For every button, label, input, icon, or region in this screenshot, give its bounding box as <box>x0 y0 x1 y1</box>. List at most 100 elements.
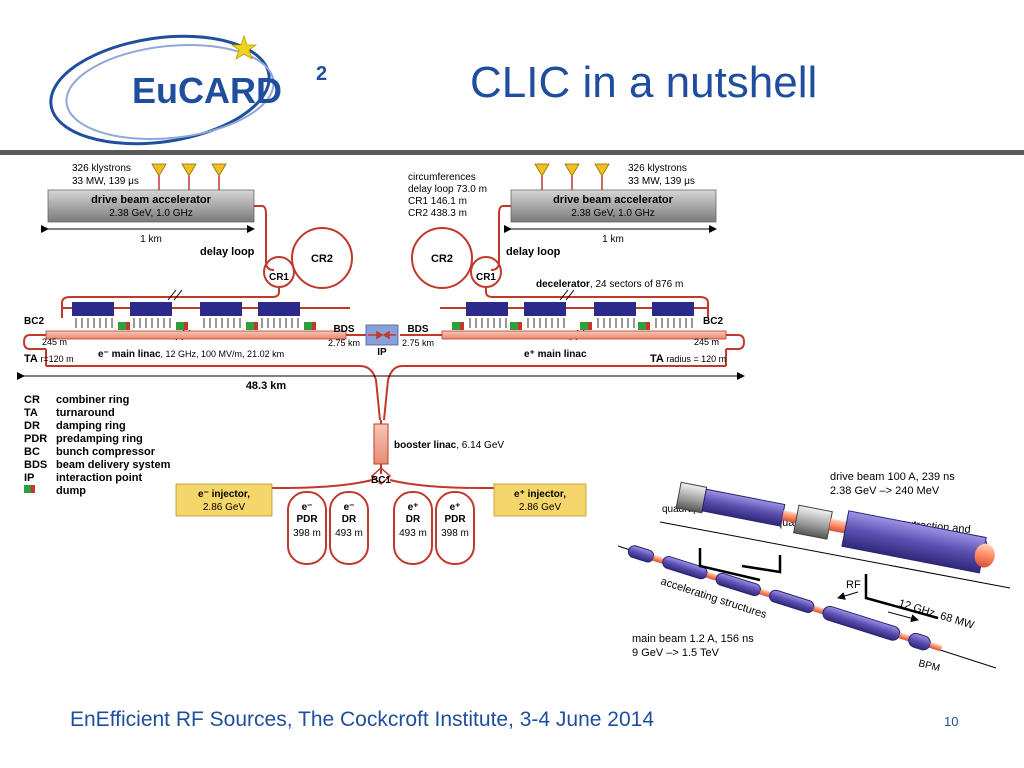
svg-text:e⁺ injector,: e⁺ injector, <box>514 489 566 500</box>
pets-structure-1 <box>701 488 786 527</box>
svg-text:dump: dump <box>56 485 86 497</box>
drive-beam-accelerator-right <box>510 189 717 223</box>
svg-text:IP: IP <box>377 347 387 358</box>
svg-text:TA: TA <box>24 407 38 419</box>
slide-footer: EnEfficient RF Sources, The Cockcroft In… <box>70 708 655 731</box>
e-minus-linac-tube <box>45 330 347 340</box>
svg-text:2.86 GeV: 2.86 GeV <box>519 502 562 513</box>
svg-text:e⁻ main linac, 12 GHz, 100 MV/: e⁻ main linac, 12 GHz, 100 MV/m, 21.02 k… <box>98 349 284 360</box>
svg-text:2.86 GeV: 2.86 GeV <box>203 502 246 513</box>
bpm <box>908 632 931 651</box>
svg-text:2.75 km: 2.75 km <box>402 338 434 348</box>
svg-text:398 m: 398 m <box>293 528 321 539</box>
svg-text:BDS: BDS <box>333 324 354 335</box>
svg-text:PDR: PDR <box>444 514 466 525</box>
svg-text:TA radius = 120 m: TA radius = 120 m <box>650 353 726 365</box>
svg-text:interaction point: interaction point <box>56 472 143 484</box>
circ-line-2: CR1 146.1 m <box>408 196 467 207</box>
svg-text:2.38 GeV –> 240 MeV: 2.38 GeV –> 240 MeV <box>830 485 940 497</box>
svg-text:predamping ring: predamping ring <box>56 433 143 445</box>
cr2-ring-right <box>411 227 473 289</box>
eucard-logo: EuCARD 2 <box>49 34 327 146</box>
drive-beam-right: circumferences delay loop 73.0 m CR1 146… <box>408 163 717 318</box>
svg-text:48.3 km: 48.3 km <box>246 380 287 392</box>
circumferences-title: circumferences <box>408 172 476 183</box>
rf-feed-arrows <box>75 318 693 328</box>
svg-text:e⁺: e⁺ <box>450 502 461 513</box>
svg-text:IP: IP <box>24 472 34 484</box>
cr2-ring-left <box>291 227 353 289</box>
e-plus-linac-tube <box>441 330 727 340</box>
svg-text:398 m: 398 m <box>441 528 469 539</box>
svg-text:493 m: 493 m <box>335 528 363 539</box>
svg-text:CR2: CR2 <box>431 253 453 265</box>
svg-text:12 GHz, 68 MW: 12 GHz, 68 MW <box>897 597 976 632</box>
svg-text:DR: DR <box>342 514 357 525</box>
svg-text:e⁻: e⁻ <box>302 502 313 513</box>
drive-length-right: 1 km <box>602 234 624 245</box>
klystron-power-right: 33 MW, 139 μs <box>628 176 695 187</box>
pets-modules-right <box>466 302 694 316</box>
svg-text:BC1: BC1 <box>371 475 391 486</box>
page-number: 10 <box>944 714 959 729</box>
svg-text:2.75 km: 2.75 km <box>328 338 360 348</box>
svg-text:BC: BC <box>24 446 40 458</box>
svg-text:BC2: BC2 <box>24 316 44 327</box>
svg-text:BDS: BDS <box>407 324 428 335</box>
drive-accel-energy-left: 2.38 GeV, 1.0 GHz <box>109 208 193 219</box>
drive-accel-label-left: drive beam accelerator <box>91 194 212 206</box>
svg-text:e⁺ main linac: e⁺ main linac <box>524 349 587 360</box>
klystron-power-left: 33 MW, 139 μs <box>72 176 139 187</box>
delay-loop-label-left: delay loop <box>200 246 255 258</box>
svg-text:9 GeV –> 1.5 TeV: 9 GeV –> 1.5 TeV <box>632 647 720 659</box>
circ-line-1: delay loop 73.0 m <box>408 184 487 195</box>
e-plus-pdr-ring <box>435 491 475 565</box>
klystrons-label-left: 326 klystrons <box>72 163 131 174</box>
svg-text:TA r=120 m: TA r=120 m <box>24 353 74 365</box>
svg-text:PDR: PDR <box>24 433 47 445</box>
svg-text:e⁺: e⁺ <box>408 502 419 513</box>
two-beam-module: drive beam 100 A, 239 ns 2.38 GeV –> 240… <box>617 471 1011 674</box>
booster-linac <box>373 423 389 465</box>
quadrupole-2 <box>793 504 833 540</box>
svg-text:e⁻ injector,: e⁻ injector, <box>198 489 250 500</box>
decelerator-label: decelerator, 24 sectors of 876 m <box>536 279 683 290</box>
svg-text:PDR: PDR <box>296 514 318 525</box>
svg-text:245 m: 245 m <box>694 337 719 347</box>
e-minus-dr-ring <box>329 491 369 565</box>
drive-beam-accelerator-left <box>47 189 255 223</box>
svg-text:combiner ring: combiner ring <box>56 394 129 406</box>
injector-complex: booster linac, 6.14 GeV BC1 e⁻ injector,… <box>175 420 587 565</box>
svg-text:turnaround: turnaround <box>56 407 115 419</box>
svg-text:BC2: BC2 <box>703 316 723 327</box>
svg-text:245 m: 245 m <box>42 337 67 347</box>
circ-line-3: CR2 438.3 m <box>408 208 467 219</box>
svg-text:main beam 1.2 A, 156 ns: main beam 1.2 A, 156 ns <box>632 633 754 645</box>
svg-text:RF: RF <box>846 579 861 591</box>
svg-text:CR1: CR1 <box>269 272 289 283</box>
slide-title: CLIC in a nutshell <box>470 58 818 107</box>
svg-text:493 m: 493 m <box>399 528 427 539</box>
drive-length-left: 1 km <box>140 234 162 245</box>
dump-markers <box>118 322 650 330</box>
drive-accel-label-right: drive beam accelerator <box>553 194 674 206</box>
svg-text:drive beam 100 A, 239 ns: drive beam 100 A, 239 ns <box>830 471 955 483</box>
svg-text:CR: CR <box>24 394 40 406</box>
svg-text:e⁻: e⁻ <box>344 502 355 513</box>
logo-text: EuCARD <box>132 70 282 111</box>
svg-text:BPM: BPM <box>917 658 941 674</box>
logo-superscript: 2 <box>316 63 327 85</box>
drive-beam-left: 326 klystrons 33 MW, 139 μs drive beam a… <box>41 163 353 318</box>
svg-text:CR2: CR2 <box>311 253 333 265</box>
klystron-icons-left <box>151 163 227 177</box>
dump-icon <box>24 485 31 493</box>
e-plus-dr-ring <box>393 491 433 565</box>
drive-accel-energy-right: 2.38 GeV, 1.0 GHz <box>571 208 655 219</box>
svg-text:beam delivery system: beam delivery system <box>56 459 171 471</box>
svg-text:BDS: BDS <box>24 459 47 471</box>
delay-loop-label-right: delay loop <box>506 246 561 258</box>
svg-text:CR1: CR1 <box>476 272 496 283</box>
main-linac: IP BDS 2.75 km BDS 2.75 km BC2 BC2 245 m… <box>17 289 746 421</box>
title-divider <box>0 150 1024 155</box>
e-plus-injector <box>493 483 587 517</box>
